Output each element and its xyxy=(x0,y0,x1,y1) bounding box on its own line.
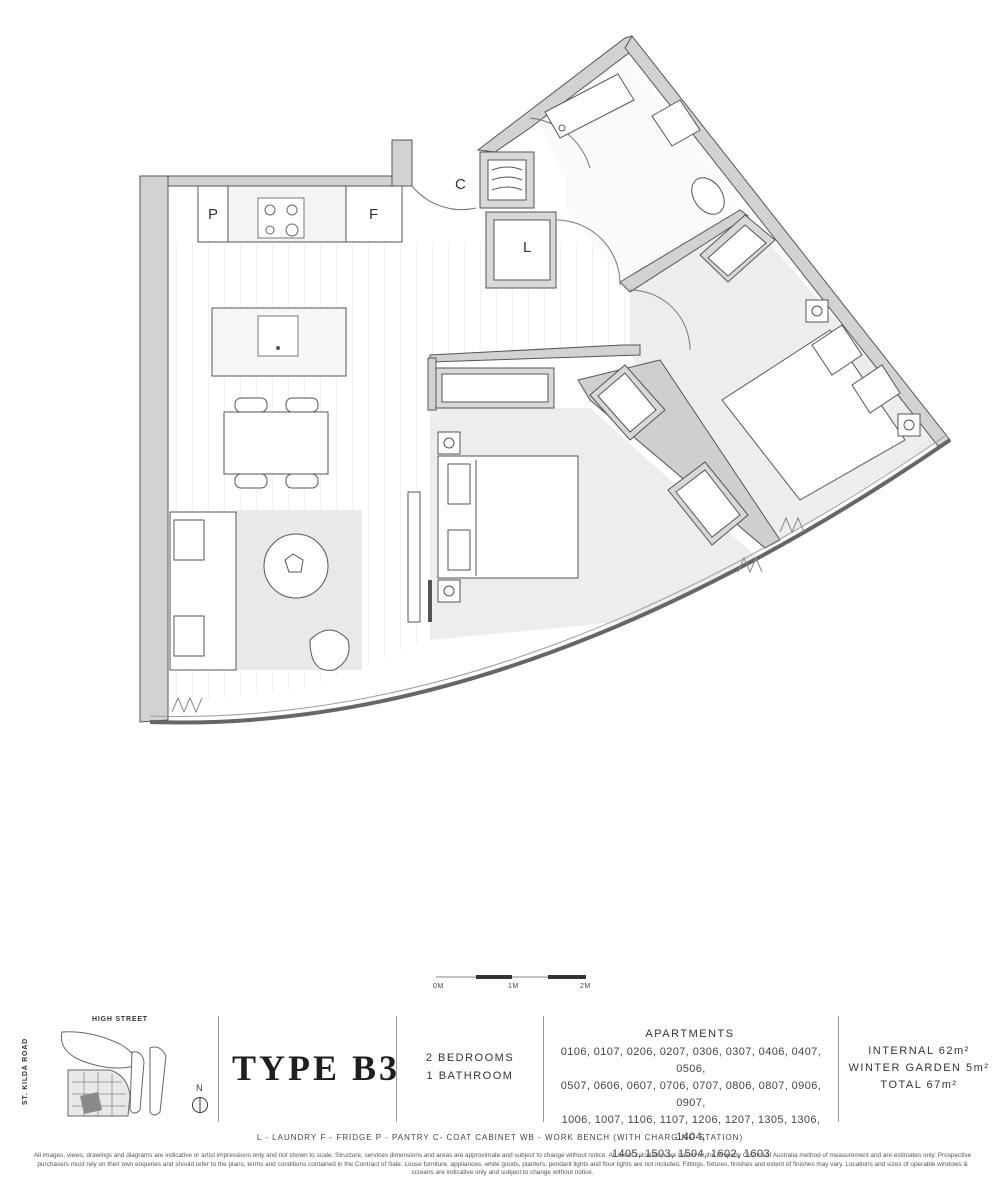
north-arrow-icon xyxy=(192,1097,208,1113)
scale-label-1: 1M xyxy=(508,983,519,990)
pantry-label: P xyxy=(208,206,218,223)
bed-2 xyxy=(437,431,579,603)
apartments-line: 0507, 0606, 0607, 0706, 0707, 0806, 0807… xyxy=(560,1080,822,1109)
bedrooms-count: 2 BEDROOMS xyxy=(425,1052,515,1064)
divider xyxy=(838,1016,839,1122)
bathrooms-count: 1 BATHROOM xyxy=(426,1070,514,1082)
curved-facade xyxy=(149,438,952,725)
apartments-line: 1405, 1503, 1504, 1602, 1603 xyxy=(611,1148,770,1160)
coat-cabinet xyxy=(479,151,535,209)
fridge-label: F xyxy=(369,206,378,223)
floor-plan: P F C L xyxy=(139,35,952,725)
disclaimer: All images, views, drawings and diagrams… xyxy=(33,1152,972,1177)
laundry-label: L xyxy=(523,239,531,256)
winter-garden-marks xyxy=(171,516,805,714)
kitchen-island xyxy=(211,307,347,377)
street-label: HIGH STREET xyxy=(92,1016,148,1023)
apartments-line: 1006, 1007, 1106, 1107, 1206, 1207, 1305… xyxy=(561,1114,821,1143)
laundry xyxy=(485,211,557,289)
internal-area: INTERNAL 62m² xyxy=(868,1045,970,1057)
road-label: ST. KILDA ROAD xyxy=(22,1038,29,1105)
scale-label-0: 0M xyxy=(433,983,444,990)
north-label: N xyxy=(196,1083,203,1093)
bed-1 xyxy=(721,299,921,501)
wardrobes xyxy=(435,214,776,546)
winter-garden-area: WINTER GARDEN 5m² xyxy=(848,1062,990,1074)
scale-label-2: 2M xyxy=(580,983,591,990)
locator-map xyxy=(60,1031,167,1117)
walls xyxy=(139,35,951,723)
divider xyxy=(543,1016,544,1122)
total-area: TOTAL 67m² xyxy=(880,1079,958,1091)
divider xyxy=(218,1016,219,1122)
legend: L - LAUNDRY F - FRIDGE P - PANTRY C- COA… xyxy=(256,1133,744,1142)
tv-unit xyxy=(407,491,421,623)
apartments-list: 0106, 0107, 0206, 0207, 0306, 0307, 0406… xyxy=(548,1044,834,1163)
bathroom-fixtures xyxy=(544,73,725,215)
kitchen-bench xyxy=(197,185,403,243)
coat-cabinet-label: C xyxy=(455,176,466,193)
unit-type-title: TYPE B3 xyxy=(232,1048,401,1088)
apartments-line: 0106, 0107, 0206, 0207, 0306, 0307, 0406… xyxy=(560,1046,822,1075)
dining-table xyxy=(223,397,329,489)
divider xyxy=(396,1016,397,1122)
apartments-heading: APARTMENTS xyxy=(645,1028,735,1040)
living-furniture xyxy=(169,510,362,671)
scale-bar xyxy=(436,975,586,979)
